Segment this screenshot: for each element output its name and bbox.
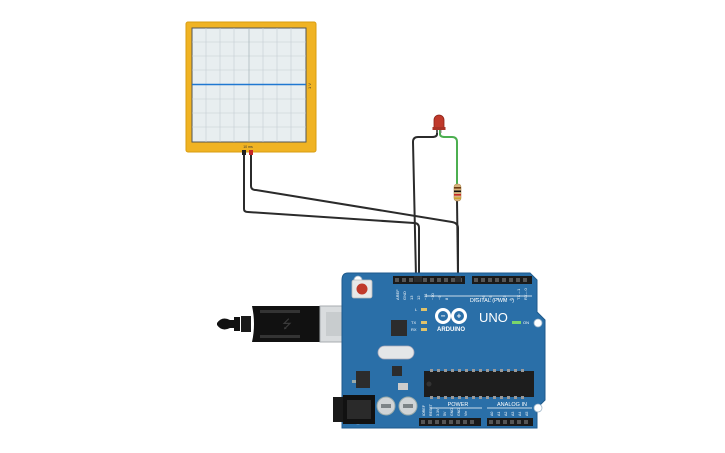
- l-led: [421, 308, 427, 311]
- oscilloscope[interactable]: 1 V 10 ms: [185, 21, 317, 155]
- tx-led: [421, 321, 427, 324]
- pin-label: IOREF: [422, 404, 426, 416]
- pin-label-aref: AREF: [395, 289, 400, 300]
- pin-label: 3.3V: [436, 408, 440, 416]
- wires: [243, 130, 459, 278]
- wire-scope-positive[interactable]: [250, 155, 459, 277]
- arduino-logo-icon: [435, 308, 467, 324]
- pin-label: A5: [525, 412, 529, 416]
- electrolytic-capacitor: [398, 396, 418, 416]
- analog-header: [487, 418, 533, 426]
- digital-header-high: [393, 276, 465, 284]
- rx-led: [421, 328, 427, 331]
- crystal-oscillator: [377, 345, 415, 360]
- atmega-microcontroller: [424, 371, 534, 397]
- board-model-label: UNO: [479, 310, 508, 325]
- digital-header-low: [472, 276, 532, 284]
- pin-label: GND: [457, 408, 461, 416]
- capacitor-smd: [398, 383, 408, 390]
- wire-scope-negative[interactable]: [243, 155, 420, 277]
- pin-label: 5V: [443, 411, 447, 416]
- oscilloscope-scale-label: 1 V: [307, 83, 312, 89]
- usb-chip: [391, 320, 407, 336]
- pin-label: A2: [504, 412, 508, 416]
- pin-label: ~9: [437, 295, 442, 300]
- power-label: POWER: [448, 402, 469, 408]
- rx-led-label: RX: [411, 327, 417, 332]
- power-led: [512, 321, 521, 324]
- voltage-regulator: [356, 371, 370, 388]
- pin-label: 7: [474, 297, 479, 300]
- pin-label: TX→1: [516, 288, 521, 300]
- svg-text:+: +: [457, 312, 462, 321]
- oscilloscope-positive-terminal[interactable]: [249, 150, 253, 155]
- arduino-logo-text: ARDUINO: [437, 327, 465, 333]
- electrolytic-capacitor: [376, 396, 396, 416]
- small-chip: [392, 366, 402, 376]
- analog-label: ANALOG IN: [497, 402, 527, 408]
- pin-label-gnd: GND: [402, 291, 407, 300]
- pin-label: A3: [511, 412, 515, 416]
- pin-label: Vin: [464, 411, 468, 416]
- digital-label: DIGITAL (PWM ~): [470, 298, 514, 304]
- pin-label: GND: [450, 408, 454, 416]
- pin-label: 2: [509, 297, 514, 300]
- wire-pin-contacts: [414, 276, 461, 282]
- power-header: [419, 418, 481, 426]
- arduino-uno-board[interactable]: AREF GND 13 12 ~11 ~10 ~9 8 7 ~6 ~5 4 ~3…: [333, 272, 546, 429]
- wire-resistor-lead[interactable]: [456, 199, 459, 278]
- pin-label: A0: [490, 412, 494, 416]
- oscilloscope-negative-terminal[interactable]: [242, 150, 246, 155]
- tx-led-label: TX: [411, 320, 416, 325]
- usb-icon: ⭍: [282, 317, 292, 331]
- led[interactable]: [432, 114, 446, 133]
- atmega-pins: [430, 369, 524, 399]
- bottom-pin-labels: IOREF RESET 3.3V 5V GND GND Vin A0 A1 A2…: [422, 403, 529, 416]
- wire-led-anode[interactable]: [439, 130, 458, 185]
- dc-power-jack[interactable]: [333, 395, 375, 424]
- resistor[interactable]: [453, 183, 462, 202]
- top-pin-labels: AREF GND 13 12 ~11 ~10 ~9 8 7 ~6 ~5 4 ~3…: [395, 287, 528, 300]
- pin-label: ~6: [481, 295, 486, 300]
- mounting-hole: [533, 318, 543, 328]
- pin-label: RESET: [429, 403, 433, 416]
- pin-label: 12: [416, 295, 421, 300]
- pin-label: A1: [497, 412, 501, 416]
- l-led-label: L: [415, 307, 418, 312]
- pin-label: 4: [495, 297, 500, 300]
- oscilloscope-time-label: 10 ms: [243, 145, 253, 149]
- pin-label: ~3: [502, 295, 507, 300]
- on-label: ON: [523, 320, 529, 325]
- svg-text:−: −: [441, 312, 446, 321]
- pin-label: RX←0: [523, 287, 528, 300]
- pin-label: 13: [409, 295, 414, 300]
- pin-label: A4: [518, 412, 522, 416]
- pin-label: ~5: [488, 295, 493, 300]
- wire-led-cathode[interactable]: [412, 130, 438, 278]
- pin-label: 8: [444, 297, 449, 300]
- mounting-hole: [533, 403, 543, 413]
